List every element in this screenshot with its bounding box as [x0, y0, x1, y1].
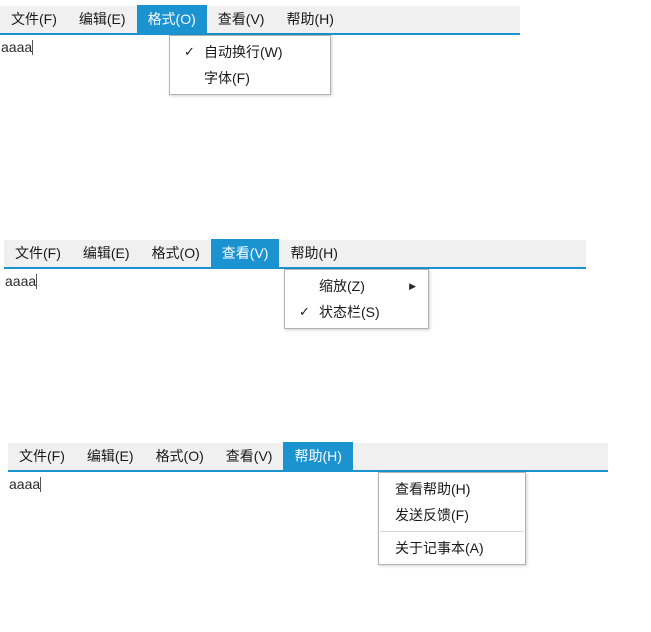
- menu-item-file[interactable]: 文件(F): [19, 448, 65, 464]
- text-caret: [40, 477, 42, 492]
- editor-content: aaaa: [5, 273, 38, 289]
- menu-option-label: 查看帮助(H): [395, 481, 471, 497]
- editor-content: aaaa: [1, 39, 34, 55]
- menu-item-help[interactable]: 帮助(H): [283, 442, 353, 471]
- menu-item-file[interactable]: 文件(F): [15, 245, 61, 261]
- menu-item-help[interactable]: 帮助(H): [286, 11, 334, 27]
- menu-option-label: 状态栏(S): [319, 304, 380, 320]
- menu-item-format[interactable]: 格式(O): [155, 448, 204, 464]
- menu-item-edit[interactable]: 编辑(E): [78, 11, 126, 27]
- menu-option-label: 缩放(Z): [319, 278, 365, 294]
- menu-option-send-feedback[interactable]: 发送反馈(F): [379, 502, 525, 528]
- help-dropdown-menu: 查看帮助(H) 发送反馈(F) 关于记事本(A): [378, 472, 526, 565]
- text-caret: [32, 40, 34, 55]
- notepad-window-view: 文件(F) 编辑(E) 格式(O) 查看(V) 帮助(H) aaaa 缩放(Z)…: [4, 239, 586, 409]
- menu-option-about-notepad[interactable]: 关于记事本(A): [379, 535, 525, 561]
- menubar-view: 文件(F) 编辑(E) 格式(O) 查看(V) 帮助(H): [4, 239, 586, 269]
- menu-option-label: 自动换行(W): [204, 44, 283, 60]
- notepad-window-help: 文件(F) 编辑(E) 格式(O) 查看(V) 帮助(H) aaaa 查看帮助(…: [8, 442, 608, 632]
- menu-option-label: 字体(F): [204, 70, 250, 86]
- menu-option-zoom[interactable]: 缩放(Z) ▶: [285, 273, 428, 299]
- menu-option-font[interactable]: 字体(F): [170, 65, 330, 91]
- menubar-help: 文件(F) 编辑(E) 格式(O) 查看(V) 帮助(H): [8, 442, 608, 472]
- menu-item-edit[interactable]: 编辑(E): [82, 245, 130, 261]
- menu-separator: [380, 531, 524, 532]
- menu-option-status-bar[interactable]: ✓ 状态栏(S): [285, 299, 428, 325]
- menu-option-label: 关于记事本(A): [395, 540, 484, 556]
- menu-item-view[interactable]: 查看(V): [225, 448, 273, 464]
- text-caret: [36, 274, 38, 289]
- chevron-right-icon: ▶: [409, 281, 416, 291]
- menubar-format: 文件(F) 编辑(E) 格式(O) 查看(V) 帮助(H): [0, 5, 520, 35]
- menu-item-format[interactable]: 格式(O): [136, 5, 207, 34]
- menu-item-format[interactable]: 格式(O): [151, 245, 200, 261]
- checkmark-icon: ✓: [184, 44, 195, 59]
- editor-text-value: aaaa: [5, 273, 37, 289]
- menu-item-view[interactable]: 查看(V): [210, 239, 280, 268]
- checkmark-icon: ✓: [299, 304, 310, 319]
- menu-item-view[interactable]: 查看(V): [217, 11, 265, 27]
- notepad-window-format: 文件(F) 编辑(E) 格式(O) 查看(V) 帮助(H) aaaa ✓ 自动换…: [0, 5, 520, 195]
- view-dropdown-menu: 缩放(Z) ▶ ✓ 状态栏(S): [284, 269, 429, 329]
- editor-text-value: aaaa: [1, 39, 33, 55]
- menu-item-help[interactable]: 帮助(H): [290, 245, 338, 261]
- editor-content: aaaa: [9, 476, 42, 492]
- menu-option-label: 发送反馈(F): [395, 507, 469, 523]
- editor-text-value: aaaa: [9, 476, 41, 492]
- menu-item-edit[interactable]: 编辑(E): [86, 448, 134, 464]
- format-dropdown-menu: ✓ 自动换行(W) 字体(F): [169, 35, 331, 95]
- menu-option-word-wrap[interactable]: ✓ 自动换行(W): [170, 39, 330, 65]
- menu-item-file[interactable]: 文件(F): [11, 11, 57, 27]
- menu-option-view-help[interactable]: 查看帮助(H): [379, 476, 525, 502]
